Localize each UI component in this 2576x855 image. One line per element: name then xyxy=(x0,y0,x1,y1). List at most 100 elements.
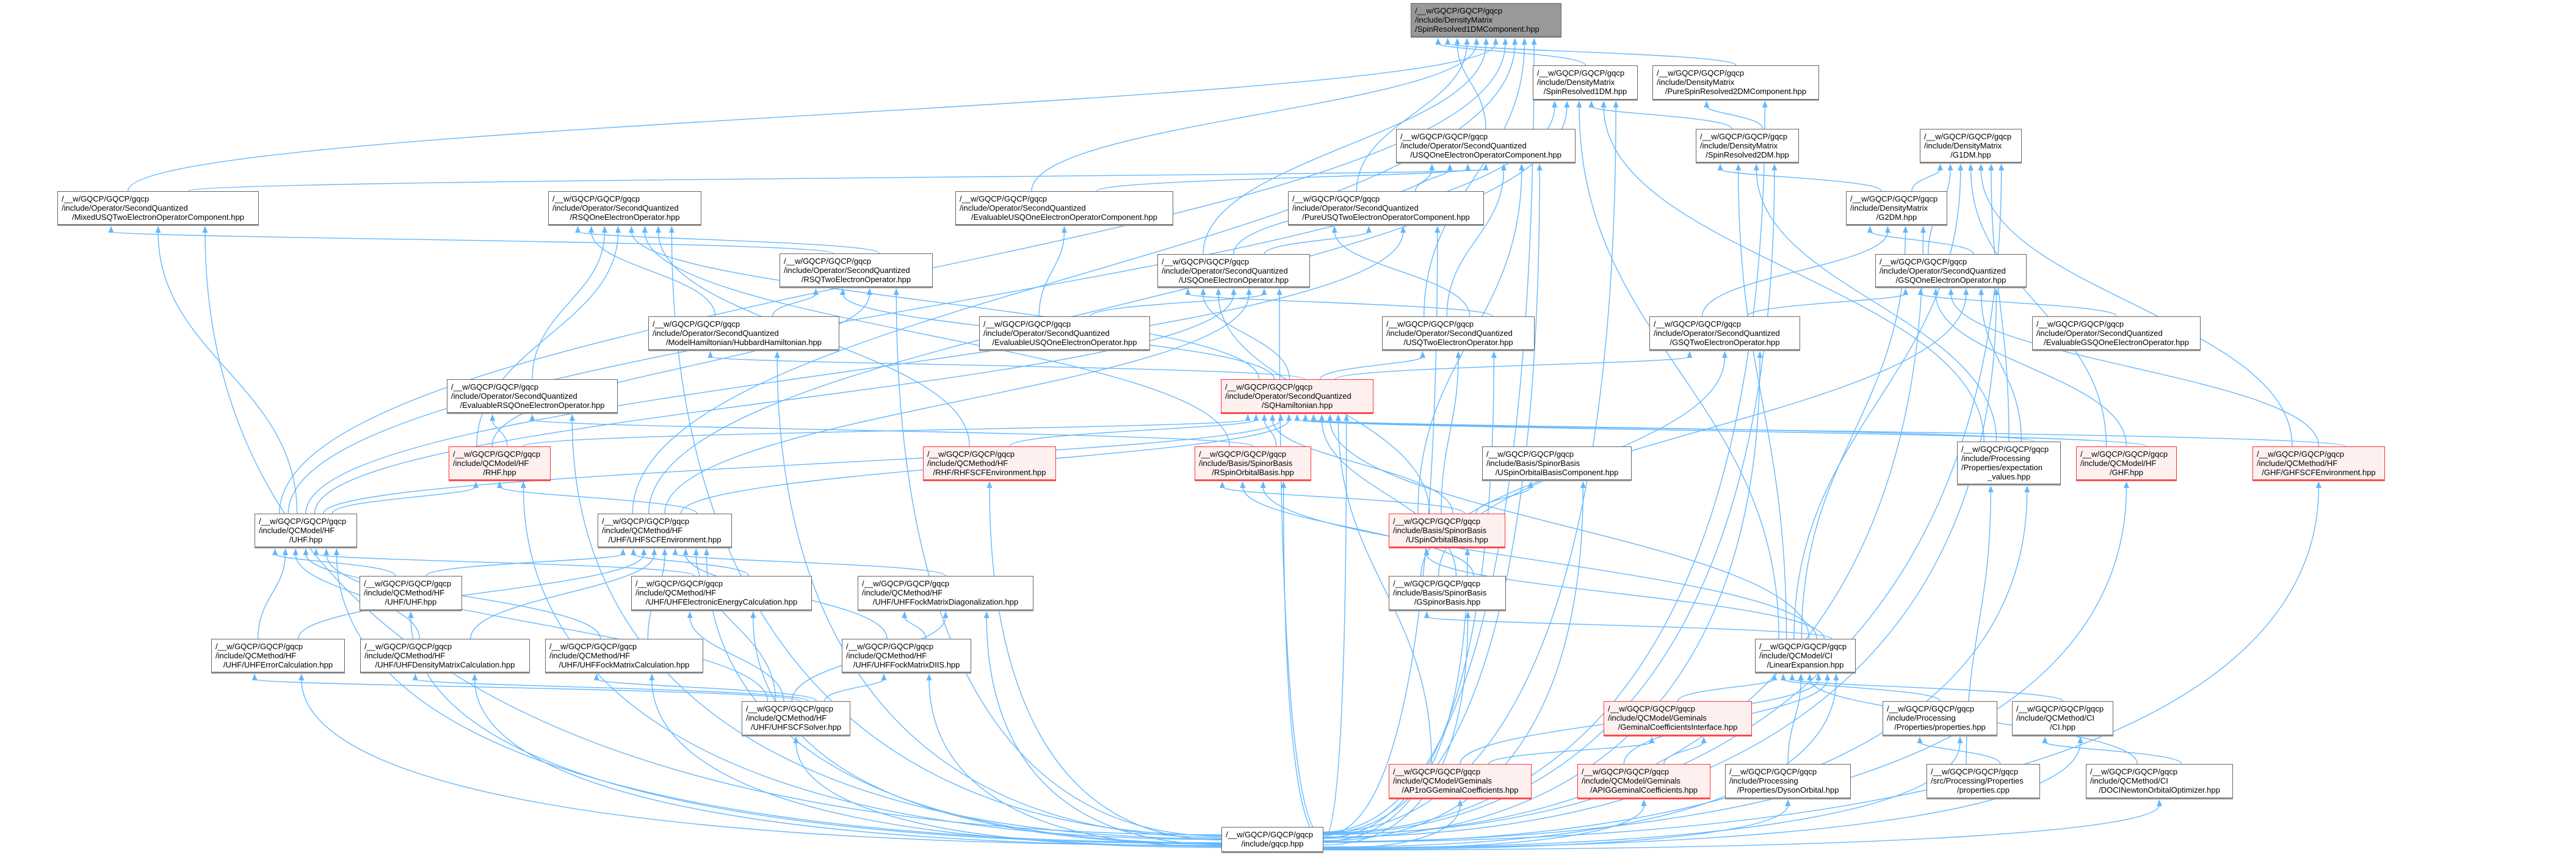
arrowhead-uhfenergy-to-uhfscf xyxy=(631,548,637,555)
file-path-line: /RSQOneElectronOperator.hpp xyxy=(570,213,680,222)
file-node-g1dm[interactable]: /__w/GQCP/GQCP/gqcp/include/DensityMatri… xyxy=(1920,129,2022,162)
edge-sqh-to-rsq1 xyxy=(631,231,1260,380)
file-node-ci[interactable]: /__w/GQCP/GQCP/gqcp/include/QCMethod/CI/… xyxy=(2012,701,2113,735)
edge-ci-to-linexp xyxy=(1792,679,2063,702)
file-path-line: /include/Operator/SecondQuantized xyxy=(1880,266,2006,275)
file-node-gemint[interactable]: /__w/GQCP/GQCP/gqcp/include/QCModel/Gemi… xyxy=(1604,701,1752,735)
edge-usq1-to-pureusq2c xyxy=(1264,231,1370,255)
file-node-propscpp[interactable]: /__w/GQCP/GQCP/gqcp/src/Processing/Prope… xyxy=(1927,764,2040,798)
file-node-dyson[interactable]: /__w/GQCP/GQCP/gqcp/include/Processing/P… xyxy=(1725,764,1851,798)
file-node-evalrsq1[interactable]: /__w/GQCP/GQCP/gqcp/include/Operator/Sec… xyxy=(447,379,618,413)
file-node-usobc[interactable]: /__w/GQCP/GQCP/gqcp/include/Basis/Spinor… xyxy=(1482,446,1632,480)
file-node-gqcp[interactable]: /__w/GQCP/GQCP/gqcp/include/gqcp.hpp xyxy=(1221,827,1323,852)
file-node-uhfdens[interactable]: /__w/GQCP/GQCP/gqcp/include/QCMethod/HF/… xyxy=(360,639,530,672)
file-path-line: /RSQTwoElectronOperator.hpp xyxy=(801,275,911,284)
file-node-rsq2[interactable]: /__w/GQCP/GQCP/gqcp/include/Operator/Sec… xyxy=(780,253,933,287)
edge-uhf-to-usq1 xyxy=(314,293,1234,514)
arrowhead-uhfsolver-to-uhfdiis xyxy=(881,674,887,680)
file-path-line: /G1DM.hpp xyxy=(1950,150,1991,159)
file-node-usq1c[interactable]: /__w/GQCP/GQCP/gqcp/include/Operator/Sec… xyxy=(1396,129,1576,162)
edge-usob-to-sqh xyxy=(1272,419,1453,514)
edge-gqcp-to-gsq1 xyxy=(1323,293,1997,838)
arrowhead-uhfdiis-to-uhfscf xyxy=(682,548,689,555)
arrowhead-usob-to-usobc xyxy=(1528,481,1534,488)
file-node-usq1[interactable]: /__w/GQCP/GQCP/gqcp/include/Operator/Sec… xyxy=(1157,254,1310,287)
edge-uhfsolver-to-uhfdens xyxy=(414,679,809,702)
file-path-line: /include/QCMethod/HF xyxy=(635,588,717,597)
file-path-line: /__w/GQCP/GQCP/gqcp xyxy=(453,449,541,459)
file-node-evalgsq1[interactable]: /__w/GQCP/GQCP/gqcp/include/Operator/Sec… xyxy=(2032,316,2201,350)
arrowhead-gqcp-to-uhfscf xyxy=(703,548,709,555)
arrowhead-gemint-to-linexp xyxy=(1771,674,1778,680)
arrowhead-psr2dmc-to-root xyxy=(1445,38,1451,45)
file-node-uhfsolver[interactable]: /__w/GQCP/GQCP/gqcp/include/QCMethod/HF/… xyxy=(742,701,850,735)
file-node-uhffock[interactable]: /__w/GQCP/GQCP/gqcp/include/QCMethod/HF/… xyxy=(545,639,703,672)
file-node-uhfdiag[interactable]: /__w/GQCP/GQCP/gqcp/include/QCMethod/HF/… xyxy=(858,576,1033,610)
arrowhead-gqcp-to-uhferr xyxy=(298,674,305,680)
file-node-uhferr[interactable]: /__w/GQCP/GQCP/gqcp/include/QCMethod/HF/… xyxy=(211,639,345,672)
file-node-sr1dm[interactable]: /__w/GQCP/GQCP/gqcp/include/DensityMatri… xyxy=(1533,65,1638,100)
file-path-line: /include/QCMethod/HF xyxy=(927,459,1008,468)
file-path-line: /USQTwoElectronOperator.hpp xyxy=(1403,338,1513,347)
arrowhead-ap1rog-to-linexp xyxy=(1815,674,1822,680)
edge-gqcp-to-uhfdens xyxy=(474,679,1222,846)
file-node-evalusq1c[interactable]: /__w/GQCP/GQCP/gqcp/include/Operator/Sec… xyxy=(955,191,1173,225)
file-node-linexp[interactable]: /__w/GQCP/GQCP/gqcp/include/QCModel/CI/L… xyxy=(1755,639,1856,672)
file-node-uhf[interactable]: /__w/GQCP/GQCP/gqcp/include/QCModel/HF/U… xyxy=(255,514,357,547)
file-node-g2dm[interactable]: /__w/GQCP/GQCP/gqcp/include/DensityMatri… xyxy=(1846,191,1947,225)
file-node-rsob[interactable]: /__w/GQCP/GQCP/gqcp/include/Basis/Spinor… xyxy=(1195,446,1311,480)
arrowhead-uhfdens-to-uhf xyxy=(292,548,298,555)
edge-gqcp-to-uhfscf xyxy=(706,553,1222,844)
file-node-rsq1[interactable]: /__w/GQCP/GQCP/gqcp/include/Operator/Sec… xyxy=(548,191,701,225)
arrowhead-uhfscf-to-usq1 xyxy=(1246,288,1252,295)
edge-evalusq1-to-usq1 xyxy=(1090,293,1265,317)
file-node-apig[interactable]: /__w/GQCP/GQCP/gqcp/include/QCModel/Gemi… xyxy=(1577,764,1710,798)
file-path-line: /src/Processing/Properties xyxy=(1931,776,2024,785)
arrowhead-linexp-to-sr1dm xyxy=(1576,101,1582,107)
file-node-doci[interactable]: /__w/GQCP/GQCP/gqcp/include/QCMethod/CI/… xyxy=(2086,764,2233,798)
file-node-sqh[interactable]: /__w/GQCP/GQCP/gqcp/include/Operator/Sec… xyxy=(1221,379,1373,413)
file-node-hubbard[interactable]: /__w/GQCP/GQCP/gqcp/include/Operator/Sec… xyxy=(648,316,839,350)
file-node-uhfuhf[interactable]: /__w/GQCP/GQCP/gqcp/include/QCMethod/HF/… xyxy=(360,576,462,610)
file-node-gsq2[interactable]: /__w/GQCP/GQCP/gqcp/include/Operator/Sec… xyxy=(1649,316,1800,350)
file-path-line: /UHF/UHFFockMatrixDiagonalization.hpp xyxy=(872,597,1019,606)
file-node-evalusq1[interactable]: /__w/GQCP/GQCP/gqcp/include/Operator/Sec… xyxy=(979,316,1150,350)
file-node-uhfdiis[interactable]: /__w/GQCP/GQCP/gqcp/include/QCMethod/HF/… xyxy=(842,639,971,672)
arrowhead-uhfscf-to-rhf xyxy=(497,481,502,488)
arrowhead-uhfscf-to-sqh xyxy=(1286,414,1292,421)
file-node-sr2dm[interactable]: /__w/GQCP/GQCP/gqcp/include/DensityMatri… xyxy=(1696,129,1799,162)
file-node-mixed[interactable]: /__w/GQCP/GQCP/gqcp/include/Operator/Sec… xyxy=(57,191,259,225)
file-path-line: /__w/GQCP/GQCP/gqcp xyxy=(2257,449,2345,459)
file-node-ap1rog[interactable]: /__w/GQCP/GQCP/gqcp/include/QCModel/Gemi… xyxy=(1389,764,1532,798)
arrowhead-usob-to-usq1 xyxy=(1215,288,1221,295)
edge-uhfscf-to-usq1 xyxy=(664,293,1250,514)
arrowhead-gqcp-to-ci xyxy=(2077,737,2083,743)
file-path-line: /EvaluableGSQOneElectronOperator.hpp xyxy=(2044,338,2189,347)
file-node-gsq1[interactable]: /__w/GQCP/GQCP/gqcp/include/Operator/Sec… xyxy=(1875,254,2027,287)
file-node-gsb[interactable]: /__w/GQCP/GQCP/gqcp/include/Basis/Spinor… xyxy=(1389,576,1506,610)
arrowhead-uhfsolver-to-uhfenergy xyxy=(687,611,693,618)
edge-uhfsolver-to-uhf xyxy=(325,553,768,702)
file-node-ghfscf[interactable]: /__w/GQCP/GQCP/gqcp/include/QCMethod/HF/… xyxy=(2252,446,2385,480)
edge-gqcp-to-evalrsq1 xyxy=(571,419,1222,839)
file-node-usq2[interactable]: /__w/GQCP/GQCP/gqcp/include/Operator/Sec… xyxy=(1382,316,1535,350)
file-node-uhfenergy[interactable]: /__w/GQCP/GQCP/gqcp/include/QCMethod/HF/… xyxy=(631,576,812,610)
file-node-expval[interactable]: /__w/GQCP/GQCP/gqcp/include/Processing/P… xyxy=(1957,442,2061,484)
file-node-uhfscf[interactable]: /__w/GQCP/GQCP/gqcp/include/QCMethod/HF/… xyxy=(598,514,732,547)
file-node-pureusq2c[interactable]: /__w/GQCP/GQCP/gqcp/include/Operator/Sec… xyxy=(1288,191,1484,225)
file-node-ghf[interactable]: /__w/GQCP/GQCP/gqcp/include/QCModel/HF/G… xyxy=(2076,446,2177,480)
edge-usq2-to-usq1c xyxy=(1446,169,1505,317)
file-node-props[interactable]: /__w/GQCP/GQCP/gqcp/include/Processing/P… xyxy=(1883,701,1997,735)
file-node-usob[interactable]: /__w/GQCP/GQCP/gqcp/include/Basis/Spinor… xyxy=(1389,514,1505,547)
edge-evalusq1c-to-root xyxy=(1031,43,1477,192)
arrowhead-uhf-to-sr1dm xyxy=(1552,101,1558,107)
file-node-psr2dmc[interactable]: /__w/GQCP/GQCP/gqcp/include/DensityMatri… xyxy=(1652,65,1819,100)
arrowhead-gqcp-to-doci xyxy=(2157,799,2162,806)
edge-evalusq1c-to-usq1c xyxy=(1096,169,1469,192)
file-node-root[interactable]: /__w/GQCP/GQCP/gqcp/include/DensityMatri… xyxy=(1411,3,1561,37)
arrowhead-g2dm-to-g1dm xyxy=(1937,164,1943,170)
edge-uhfsolver-to-uhfenergy xyxy=(689,616,784,702)
file-node-rhf[interactable]: /__w/GQCP/GQCP/gqcp/include/QCModel/HF/R… xyxy=(449,446,551,480)
file-node-rhfscf[interactable]: /__w/GQCP/GQCP/gqcp/include/QCMethod/HF/… xyxy=(923,446,1056,480)
edge-mixed-to-usq1c xyxy=(187,169,1486,192)
